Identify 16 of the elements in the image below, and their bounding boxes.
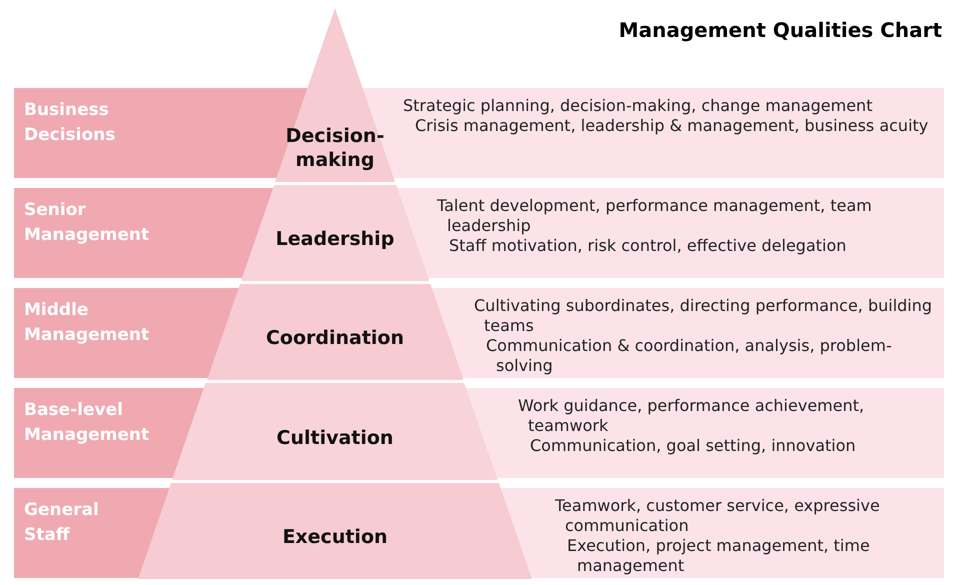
pyramid-layer: Decision-making [274,8,396,182]
skills-panel: Teamwork, customer service, expressive communication Execution, project management, time management [531,488,944,578]
level-band: Base-level Management [14,388,173,478]
pyramid-layer: Leadership [240,185,430,281]
pyramid-layer: Execution [138,483,532,579]
skills-panel: Talent development, performance management, team leadership Staff motivation, risk control, effective delegation [429,188,944,278]
level-band: Business Decisions [14,88,275,178]
level-band: Senior Management [14,188,241,278]
pyramid-layer: Cultivation [172,383,498,480]
skills-panel: Strategic planning, decision-making, change management Crisis management, leadership & management, business acuity [395,88,944,178]
pyramid-layer: Coordination [206,284,464,380]
skills-panel: Cultivating subordinates, directing performance, building teams Communication & coordination, analysis, problem-solving [463,288,944,378]
chart-title: Management Qualities Chart [618,18,942,42]
level-band: General Staff [14,488,139,578]
level-band: Middle Management [14,288,207,378]
skills-panel: Work guidance, performance achievement, teamwork Communication, goal setting, innovation [497,388,944,478]
